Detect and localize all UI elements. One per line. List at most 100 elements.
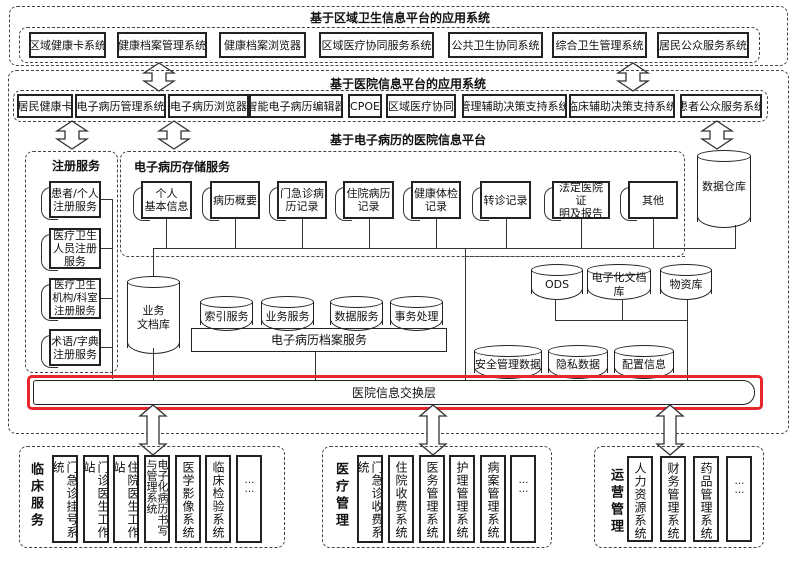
clinical-system-more[interactable]: …… [236, 455, 262, 543]
electronic-doc-store[interactable]: 电子化文档库 [587, 264, 651, 300]
hospital-app-item[interactable]: 居民健康卡 [17, 94, 73, 118]
connector-line [369, 219, 370, 249]
emr-platform-title: 基于电子病历的医院信息平台 [330, 133, 487, 147]
regional-inner-frame [19, 27, 760, 63]
archive-service-item[interactable]: 事务处理 [390, 296, 443, 331]
connector-line [555, 300, 556, 320]
connector-line [581, 219, 582, 249]
archive-service-item[interactable]: 索引服务 [200, 296, 253, 331]
operations-system[interactable]: 财务管理系统 [660, 456, 686, 542]
ods-store[interactable]: ODS [531, 264, 583, 300]
clinical-services-label: 临床服务 [28, 462, 43, 530]
hospital-app-item[interactable]: 电子病历管理系统 [75, 94, 166, 118]
operations-system-more[interactable]: …… [726, 456, 752, 542]
exchange-layer[interactable]: 医院信息交换层 [33, 380, 755, 405]
data-warehouse[interactable]: 数据仓库 [697, 150, 751, 228]
medical-system[interactable]: 病案管理系统 [480, 455, 506, 543]
hospital-apps-items: 居民健康卡 电子病历管理系统 电子病历浏览器 智能电子病历编辑器 CPOE 区域… [17, 94, 762, 118]
connector-line [506, 219, 507, 249]
registration-frame [25, 151, 118, 373]
archive-service-platform: 电子病历档案服务 [191, 328, 447, 352]
clinical-system[interactable]: 住院医生工作站 [112, 455, 140, 543]
connector-line [235, 219, 236, 249]
medical-system[interactable]: 医务管理系统 [419, 455, 445, 543]
regional-item[interactable]: 健康档案浏览器 [219, 32, 306, 58]
config-info-store[interactable]: 配置信息 [614, 345, 674, 379]
medical-system[interactable]: 护理管理系统 [449, 455, 475, 543]
connector-line [436, 219, 437, 249]
connector-line [112, 199, 113, 379]
regional-item[interactable]: 健康档案管理系统 [117, 32, 207, 58]
registration-item[interactable]: 医疗卫生 机构/科室 注册服务 [41, 278, 101, 321]
operations-system[interactable]: 人力资源系统 [627, 456, 653, 542]
operations-management-label: 运营管理 [608, 468, 623, 536]
archive-service-item[interactable]: 数据服务 [330, 296, 383, 331]
hospital-apps-inner-frame [13, 90, 768, 122]
double-arrow-icon [699, 120, 735, 150]
exchange-layer-highlight [27, 375, 763, 410]
storage-item[interactable]: 转诊记录 [472, 181, 531, 221]
double-arrow-icon [54, 120, 90, 150]
regional-item[interactable]: 公共卫生协同系统 [448, 32, 543, 58]
hospital-frame [8, 70, 789, 434]
privacy-data-store[interactable]: 隐私数据 [548, 345, 608, 379]
medical-system[interactable]: 住院收费系统 [388, 455, 414, 543]
connector-line [166, 219, 167, 249]
storage-item[interactable]: 健康体检 记录 [403, 181, 461, 221]
clinical-system[interactable]: 医学影像系统 [175, 455, 201, 543]
regional-item[interactable]: 区域医疗协同服务系统 [319, 32, 434, 58]
registration-item[interactable]: 术语/字典 注册服务 [41, 329, 101, 368]
double-arrow-icon [156, 120, 192, 150]
medical-system-more[interactable]: …… [510, 455, 536, 543]
regional-title: 基于区域卫生信息平台的应用系统 [310, 11, 491, 25]
connector-line [687, 300, 688, 380]
hospital-app-item[interactable]: 管理辅助决策支持系统 [462, 94, 567, 118]
operations-system[interactable]: 药品管理系统 [693, 456, 719, 542]
registration-title: 注册服务 [52, 159, 101, 173]
hospital-app-item[interactable]: 电子病历浏览器 [168, 94, 249, 118]
clinical-services-frame [19, 446, 285, 548]
connector-line [153, 248, 736, 249]
storage-item[interactable]: 个人 基本信息 [133, 181, 192, 221]
connector-line [465, 248, 466, 380]
connector-line [101, 248, 113, 249]
hospital-app-item[interactable]: 临床辅助决策支持系统 [569, 94, 675, 118]
storage-title: 电子病历存储服务 [134, 160, 231, 174]
regional-item[interactable]: 居民公众服务系统 [657, 32, 749, 58]
security-data-store[interactable]: 安全管理数据 [474, 345, 542, 379]
regional-frame [9, 6, 788, 66]
storage-item[interactable]: 法定医院证 明及报告 [544, 181, 610, 221]
medical-management-frame [322, 446, 552, 548]
exchange-layer-label: 医院信息交换层 [351, 386, 436, 400]
registration-item[interactable]: 医疗卫生 人员注册 服务 [41, 228, 101, 271]
hospital-app-item[interactable]: 智能电子病历编辑器 [249, 94, 343, 118]
hospital-app-item[interactable]: 患者公众服务系统 [680, 94, 762, 118]
archive-service-item[interactable]: 业务服务 [261, 296, 314, 331]
clinical-system[interactable]: 门急诊挂号系统 [51, 455, 79, 543]
connector-line [101, 199, 113, 200]
connector-line [653, 219, 654, 249]
hospital-app-item[interactable]: 区域医疗协同 [386, 94, 456, 118]
clinical-system[interactable]: 临床检验系统 [205, 455, 231, 543]
storage-item[interactable]: 门急诊病 历记录 [269, 181, 327, 221]
connector-line [622, 300, 623, 320]
medical-system[interactable]: 门急诊收费系统 [356, 455, 384, 543]
double-arrow-icon [655, 404, 685, 456]
material-store[interactable]: 物资库 [660, 264, 712, 300]
connector-line [101, 298, 113, 299]
storage-item[interactable]: 其他 [620, 181, 678, 221]
clinical-system[interactable]: 电子化病历书写与管理系统 [144, 455, 170, 543]
regional-item[interactable]: 综合卫生管理系统 [552, 32, 647, 58]
clinical-system[interactable]: 门诊医生工作站 [82, 455, 110, 543]
business-doc-store[interactable]: 业务 文档库 [127, 276, 180, 354]
connector-line [101, 347, 113, 348]
connector-line [315, 352, 316, 380]
operations-management-frame [594, 446, 764, 548]
connector-line [302, 219, 303, 249]
storage-item[interactable]: 病历概要 [202, 181, 260, 221]
regional-item[interactable]: 区域健康卡系统 [29, 32, 106, 58]
storage-item[interactable]: 住院病历 记录 [335, 181, 394, 221]
hospital-app-item[interactable]: CPOE [348, 94, 382, 118]
regional-items: 区域健康卡系统 健康档案管理系统 健康档案浏览器 区域医疗协同服务系统 公共卫生… [29, 32, 749, 58]
registration-item[interactable]: 患者/个人 注册服务 [41, 181, 101, 220]
